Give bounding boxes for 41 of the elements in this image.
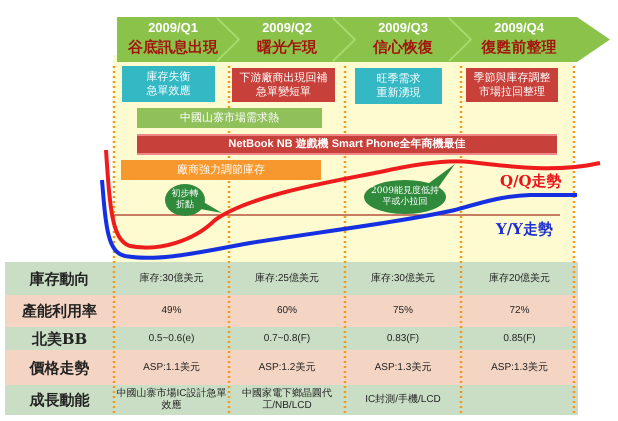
event-box: 廠商強力調節庫存 bbox=[121, 160, 321, 180]
row-header: 產能利用率 bbox=[21, 301, 98, 322]
year-label: 2009/Q2 bbox=[261, 20, 313, 35]
curve-label: Q/Q走勢 bbox=[500, 172, 562, 191]
table-text: 0.85(F) bbox=[502, 332, 537, 346]
event-box: 庫存失衡急單效應 bbox=[122, 66, 215, 102]
year-label: 2009/Q3 bbox=[377, 20, 429, 35]
phase-heading: 曙光乍現 bbox=[256, 38, 318, 57]
table-text: 0.7~0.8(F) bbox=[262, 332, 312, 346]
table-text: ASP:1.1美元 bbox=[142, 360, 201, 374]
row-header: 庫存動向 bbox=[28, 268, 90, 290]
event-box: 季節與庫存調整市場拉回整理 bbox=[466, 68, 558, 102]
table-text: 75% bbox=[392, 304, 414, 318]
table-text: 60% bbox=[276, 304, 298, 318]
table-text: 中國山寨市場IC設計急單效應 bbox=[116, 386, 227, 413]
table-text: ASP:1.3美元 bbox=[490, 360, 549, 374]
table-text: 庫存:30億美元 bbox=[370, 272, 436, 286]
event-box: 中國山寨市場需求熱 bbox=[137, 108, 322, 128]
curve-label: Y/Y走勢 bbox=[496, 220, 553, 239]
table-text: 中國家電下鄉晶圓代工/NB/LCD bbox=[241, 386, 333, 413]
event-box: 下游廠商出現回補急單變短單 bbox=[232, 68, 335, 102]
year-label: 2009/Q4 bbox=[493, 20, 545, 35]
row-header: 成長動能 bbox=[28, 390, 90, 411]
table-text: 0.5~0.6(e) bbox=[148, 332, 196, 346]
phase-heading: 復甦前整理 bbox=[480, 38, 558, 57]
table-text: 0.83(F) bbox=[386, 332, 420, 346]
row-header: 價格走勢 bbox=[28, 358, 90, 378]
year-label: 2009/Q1 bbox=[147, 20, 199, 35]
table-text: 庫存:25億美元 bbox=[254, 272, 320, 286]
phase-heading: 谷底訊息出現 bbox=[126, 38, 219, 57]
table-text: 庫存20億美元 bbox=[488, 272, 552, 286]
table-text: ASP:1.3美元 bbox=[374, 360, 432, 374]
table-text: 72% bbox=[508, 304, 530, 318]
row-header: 北美BB bbox=[30, 328, 88, 350]
table-text: 庫存:30億美元 bbox=[138, 272, 204, 286]
banner-bar: NetBook NB 遊戲機 Smart Phone全年商機最佳 bbox=[137, 134, 557, 155]
phase-heading: 信心恢復 bbox=[372, 38, 434, 57]
table-text: IC封測/手機/LCD bbox=[364, 392, 442, 407]
table-text: ASP:1.2美元 bbox=[258, 360, 316, 374]
table-text: 49% bbox=[160, 304, 182, 318]
event-box: 旺季需求重新湧現 bbox=[355, 68, 442, 104]
